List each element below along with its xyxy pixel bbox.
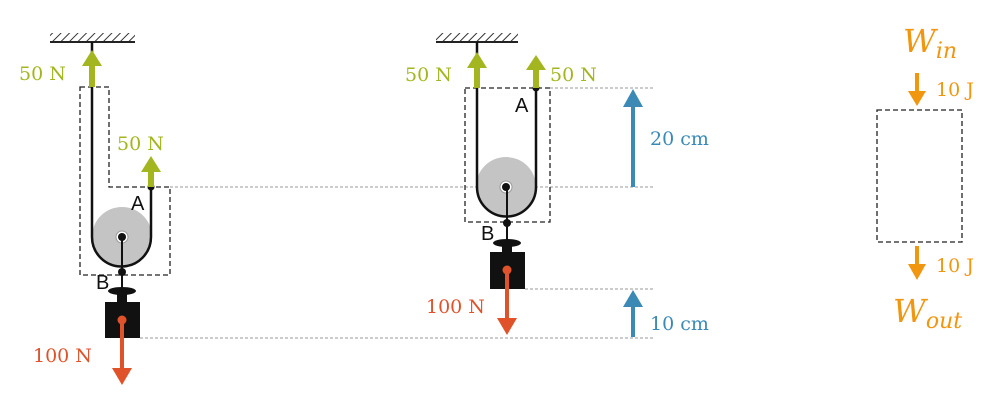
tension-label-left-rope-middle: 50 N [405, 64, 452, 86]
work-out-value: 10 J [936, 255, 974, 277]
tension-arrow-left-rope-middle [467, 52, 487, 88]
rope-displacement-label: 20 cm [650, 128, 709, 150]
weight-arrow-middle [497, 265, 517, 335]
work-out-arrow [908, 264, 926, 280]
point-b-middle [503, 219, 511, 227]
label-b-middle: B [481, 223, 494, 245]
weight-label-left: 100 N [33, 345, 92, 367]
label-b-left: B [96, 272, 109, 294]
work-in-arrow [908, 91, 926, 106]
point-b-left [118, 268, 126, 276]
energy-box: Win 10 J 10 J Wout [876, 22, 974, 334]
system-boundary-left [79, 86, 171, 276]
weight-arrow-left [112, 315, 132, 385]
middle-pulley-setup: A B 50 N 50 N 100 N 20 cm 10 [405, 33, 709, 337]
work-in-value: 10 J [936, 79, 974, 101]
work-out-label: Wout [893, 292, 962, 334]
load-displacement-label: 10 cm [650, 313, 709, 335]
work-in-label: Win [903, 22, 957, 64]
load-displacement-arrow [623, 290, 643, 337]
tension-arrow-left-rope [82, 50, 102, 87]
label-a-left: A [131, 193, 145, 215]
system-boundary-middle [464, 87, 551, 223]
system-box [876, 109, 963, 243]
tension-arrow-point-a-middle [526, 55, 546, 88]
tension-label-point-a-left: 50 N [117, 133, 164, 155]
tension-label-point-a-middle: 50 N [550, 64, 597, 86]
ceiling-left [50, 33, 135, 42]
tension-label-left-rope: 50 N [19, 63, 66, 85]
weight-label-middle: 100 N [426, 296, 485, 318]
left-pulley-setup: A B 50 N 50 N 100 N [19, 33, 171, 385]
rope-displacement-arrow [623, 89, 643, 187]
ceiling-middle [436, 33, 518, 42]
tension-arrow-point-a-left [141, 156, 161, 187]
label-a-middle: A [515, 95, 529, 117]
guide-lines [140, 87, 655, 339]
